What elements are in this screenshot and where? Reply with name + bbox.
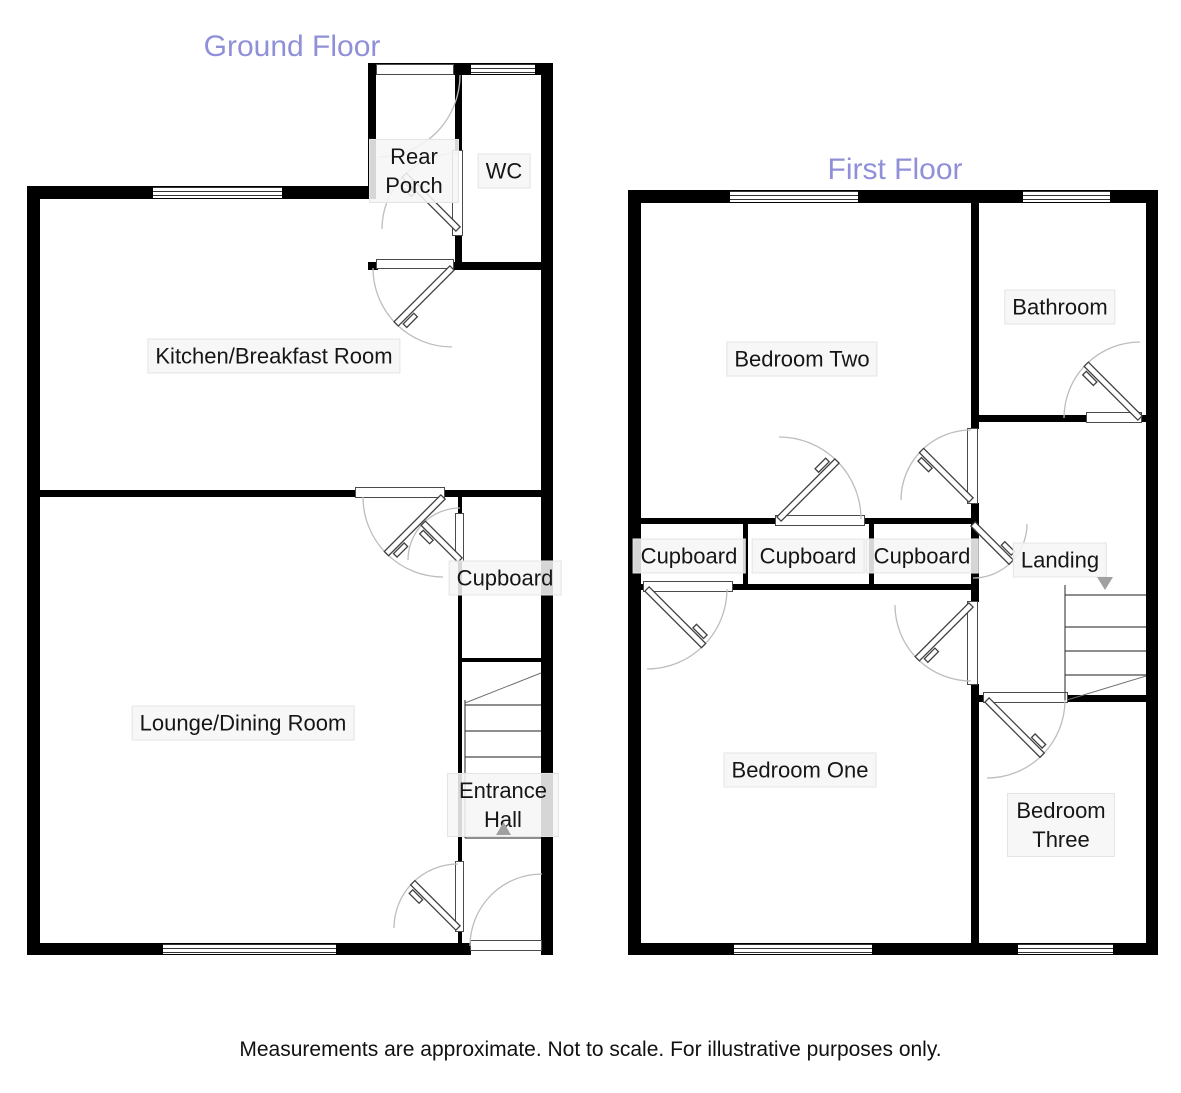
wall [1067, 695, 1147, 702]
wall [863, 518, 975, 524]
room-label-bedroom-one: Bedroom One [723, 752, 877, 788]
window [470, 63, 536, 75]
window [162, 943, 337, 955]
wall [452, 262, 553, 270]
room-label-bathroom: Bathroom [1004, 289, 1116, 325]
room-label-rear-porch: Rear Porch [369, 138, 459, 204]
wall [732, 584, 975, 590]
wall [27, 186, 40, 955]
wall [443, 490, 541, 497]
door-opening [983, 692, 1068, 703]
door-leaf [917, 447, 975, 504]
wall [40, 490, 357, 497]
door-opening [376, 64, 454, 75]
door-leaf [775, 457, 841, 523]
wall [458, 662, 462, 864]
wall [455, 233, 462, 266]
disclaimer-text: Measurements are approximate. Not to sca… [239, 1038, 942, 1061]
wall [971, 199, 979, 429]
room-label-kitchen: Kitchen/Breakfast Room [147, 338, 401, 374]
wall [541, 63, 553, 955]
wall [368, 63, 376, 199]
door-opening [643, 581, 733, 592]
door-leaf [408, 879, 462, 932]
door-opening [775, 515, 865, 526]
wall [1140, 415, 1148, 422]
room-label-lounge: Lounge/Dining Room [131, 705, 355, 741]
door-opening [967, 428, 978, 504]
wall [971, 684, 979, 943]
wall [368, 262, 378, 270]
room-label-cupboard-middle: Cupboard [751, 538, 865, 574]
room-label-landing: Landing [1012, 542, 1108, 578]
room-label-bedroom-two: Bedroom Two [726, 341, 878, 377]
window [1022, 190, 1111, 203]
door-opening [455, 513, 464, 562]
room-label-entrance-hall: Entrance Hall [447, 772, 559, 838]
first-floor-title: First Floor [827, 153, 963, 186]
door-opening [1086, 412, 1142, 423]
window [729, 190, 859, 203]
room-label-bedroom-three: Bedroom Three [1007, 792, 1115, 858]
room-label-cupboard-left: Cupboard [632, 538, 746, 574]
door-opening [455, 861, 464, 932]
wall [743, 518, 748, 590]
window [1017, 943, 1114, 955]
door-leaf [393, 264, 456, 329]
door-opening [355, 487, 445, 498]
ground-floor-title: Ground Floor [203, 30, 381, 63]
wall [971, 415, 1088, 422]
room-label-cupboard-gf: Cupboard [448, 560, 562, 596]
door-opening [470, 940, 542, 951]
wall [458, 930, 462, 943]
door-opening [967, 601, 978, 685]
staircase-first [1064, 585, 1147, 701]
room-label-wc: WC [477, 153, 531, 189]
wall [1146, 190, 1158, 955]
window [733, 943, 873, 955]
wall [458, 658, 541, 662]
stairs-down-arrow-icon [1097, 577, 1113, 590]
door-leaf [383, 493, 447, 559]
door-opening [376, 259, 454, 269]
wall [640, 518, 777, 524]
wall [971, 695, 987, 702]
window [152, 186, 283, 199]
room-label-cupboard-right: Cupboard [865, 538, 979, 574]
